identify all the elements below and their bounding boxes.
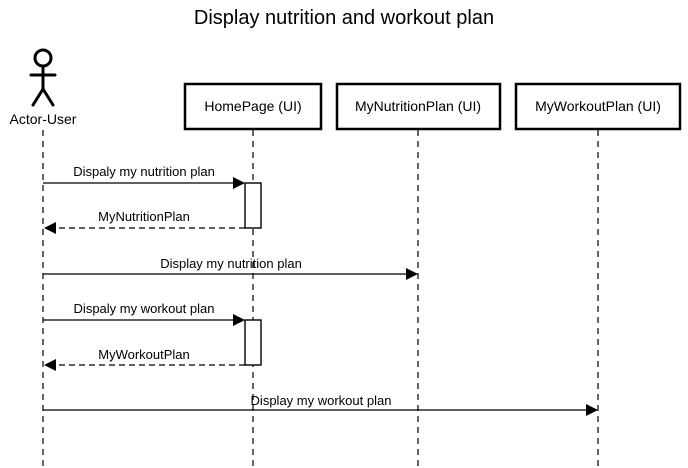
arrowhead <box>233 177 245 189</box>
message-label: MyWorkoutPlan <box>98 347 190 362</box>
message-label: MyNutritionPlan <box>98 209 190 224</box>
participant-box <box>183 82 323 131</box>
participant-homepage: HomePage (UI) <box>183 82 323 131</box>
participant-box <box>335 82 502 131</box>
actor-left-leg <box>31 87 45 107</box>
arrowhead <box>44 222 56 234</box>
message-1: Dispaly my nutrition plan <box>43 164 245 189</box>
homepage-activation-1 <box>244 182 262 229</box>
participant-label: MyNutritionPlan (UI) <box>355 98 481 114</box>
message-3: Display my nutrition plan <box>43 256 418 280</box>
message-2: MyNutritionPlan <box>44 209 245 234</box>
arrowhead <box>233 314 245 326</box>
message-4: Dispaly my workout plan <box>43 301 245 326</box>
actor-head <box>33 48 53 68</box>
diagram-title: Display nutrition and workout plan <box>194 7 494 29</box>
participant-label: HomePage (UI) <box>204 98 301 114</box>
participant-nutrition-plan: MyNutritionPlan (UI) <box>335 82 502 131</box>
message-5: MyWorkoutPlan <box>44 347 245 371</box>
message-6: Display my workout plan <box>43 393 598 416</box>
actor-label: Actor-User <box>10 111 77 127</box>
homepage-activation-2 <box>244 319 262 366</box>
actor-right-leg <box>41 87 55 107</box>
message-label: Dispaly my workout plan <box>74 301 215 316</box>
participant-label: MyWorkoutPlan (UI) <box>535 98 661 114</box>
arrowhead <box>586 404 598 416</box>
participant-box <box>514 82 682 131</box>
participant-workout-plan: MyWorkoutPlan (UI) <box>514 82 682 131</box>
arrowhead <box>44 359 56 371</box>
arrowhead <box>406 268 418 280</box>
actor-figure <box>29 48 57 107</box>
message-label: Display my workout plan <box>251 393 392 408</box>
message-label: Dispaly my nutrition plan <box>73 164 215 179</box>
message-label: Display my nutrition plan <box>160 256 302 271</box>
